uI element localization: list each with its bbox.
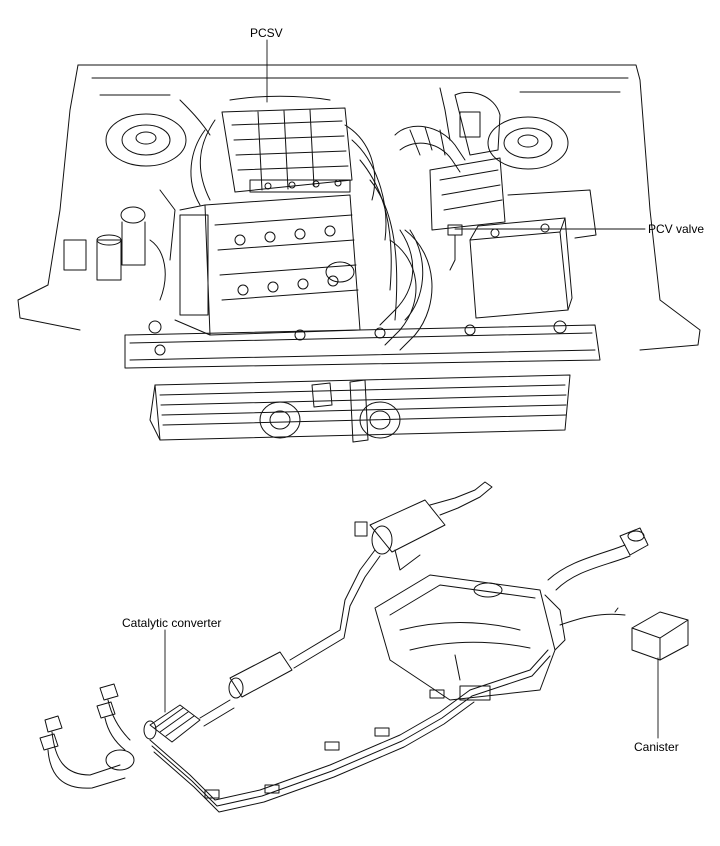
pcv-valve-label: PCV valve	[648, 222, 705, 236]
radiator	[150, 375, 570, 440]
exhaust-manifold	[40, 684, 134, 788]
fuel-tank	[375, 575, 565, 700]
engine-hoses	[180, 88, 450, 325]
canister-label: Canister	[634, 740, 679, 754]
pcsv-label: PCSV	[250, 26, 283, 40]
intake-manifold	[222, 108, 352, 192]
battery	[470, 190, 596, 318]
left-strut-tower	[106, 114, 186, 166]
rear-muffler	[355, 482, 492, 570]
catalytic-converter-label: Catalytic converter	[122, 616, 222, 630]
front-fans	[260, 380, 400, 442]
evap-canister	[560, 608, 688, 660]
exhaust-and-evap-illustration	[40, 482, 688, 812]
pcv-valve	[448, 225, 462, 270]
fuel-filler-neck	[548, 528, 648, 590]
air-cleaner	[430, 92, 505, 230]
center-muffler	[229, 550, 380, 698]
air-intake-duct	[395, 126, 465, 172]
engine-block	[175, 195, 360, 335]
front-crossmember	[125, 321, 600, 368]
fuel-lines	[150, 650, 550, 812]
engine-bay-illustration	[18, 65, 700, 442]
leader-lines	[165, 40, 658, 738]
right-strut-tower	[488, 117, 568, 169]
catalytic-converter	[144, 700, 234, 742]
reservoirs	[64, 190, 175, 300]
